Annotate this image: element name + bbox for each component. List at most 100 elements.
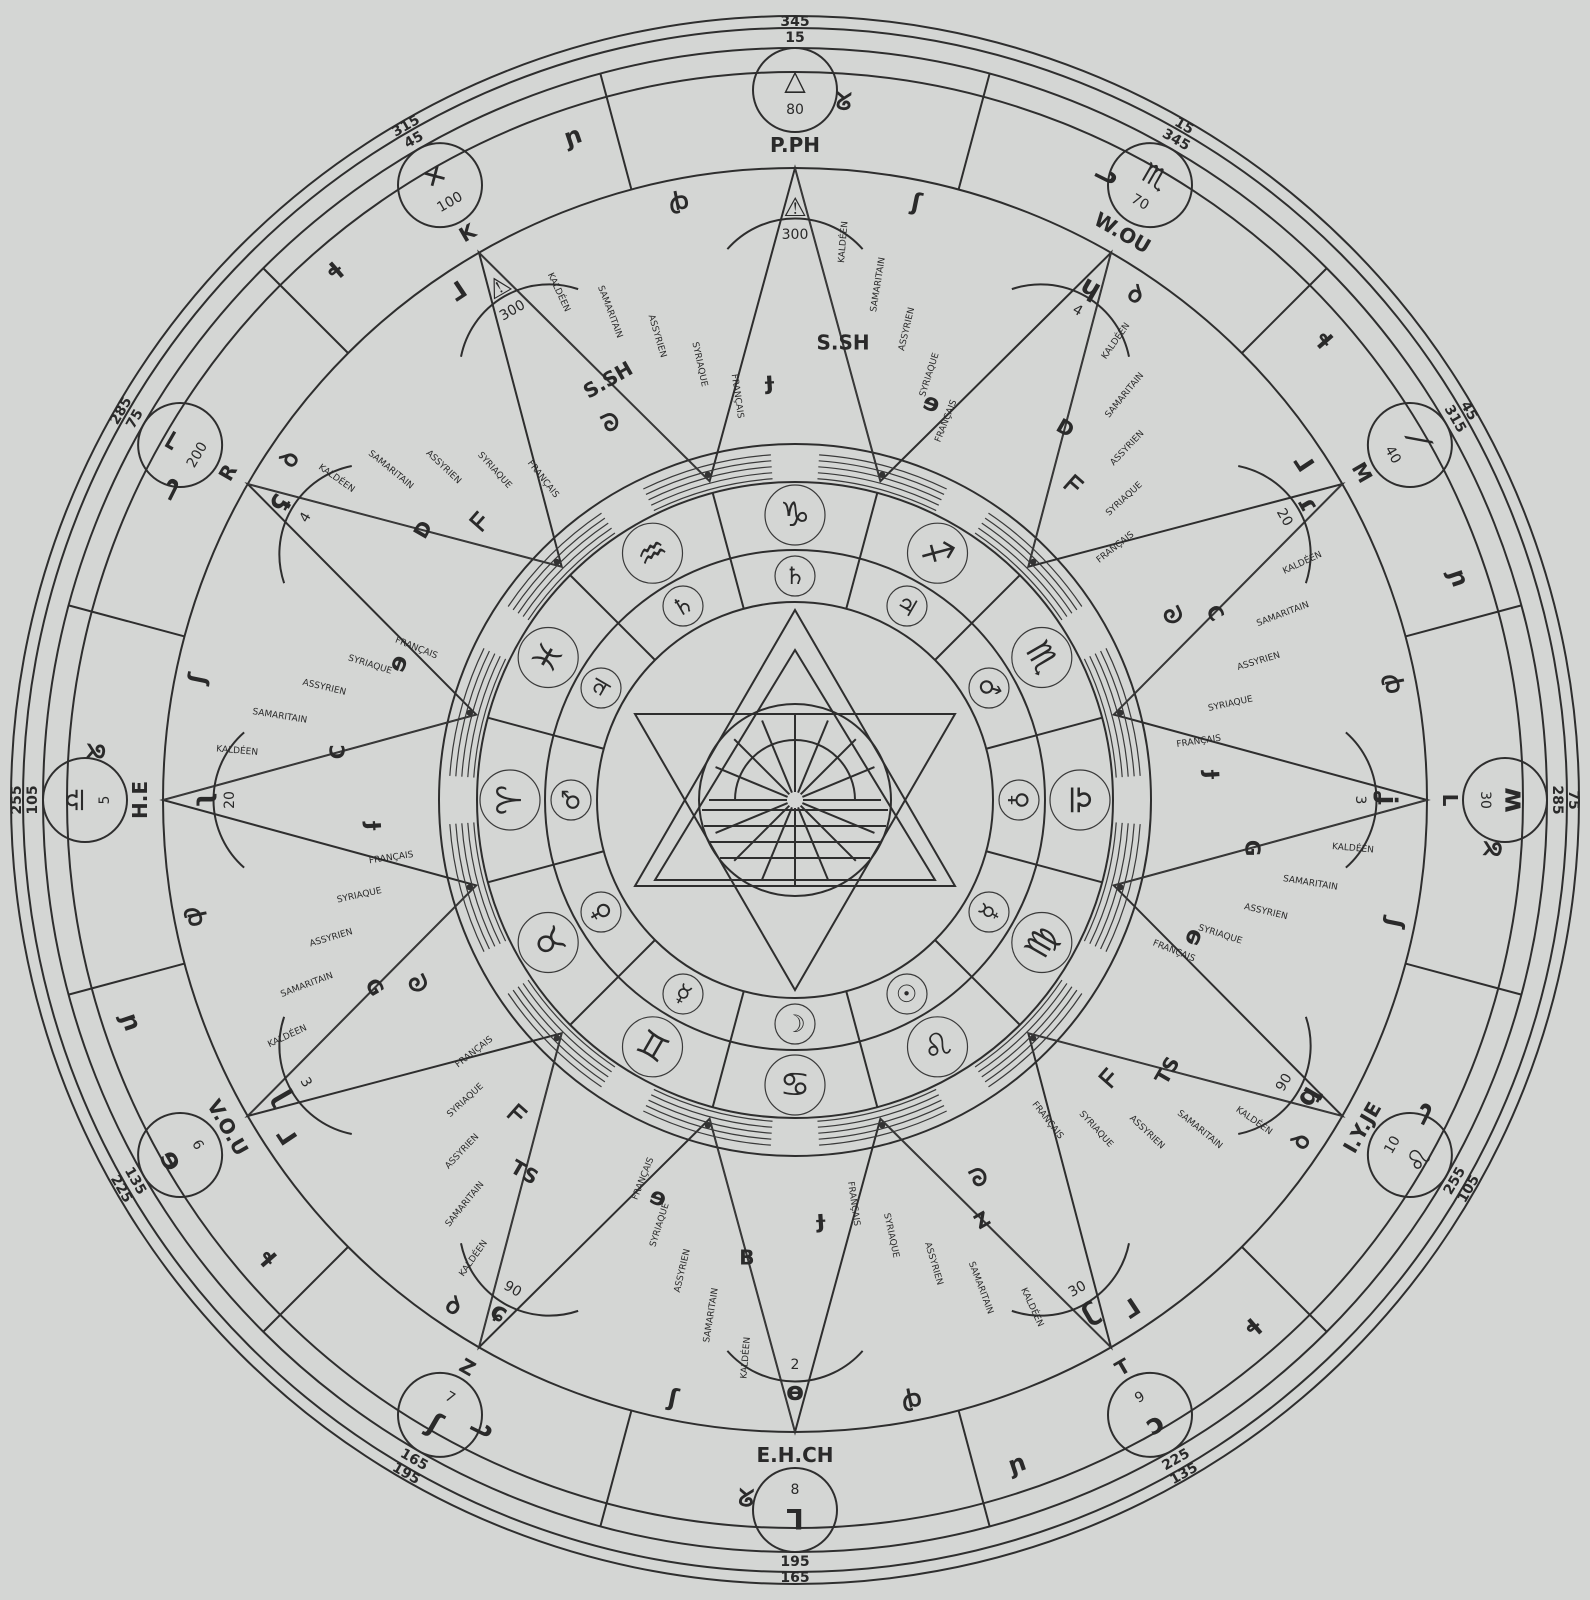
script-name-label: SYRIAQUE: [475, 450, 513, 491]
staff-note: [704, 471, 711, 478]
outer-letter-label: W.OU: [1090, 207, 1155, 258]
planet-sign: ♂: [971, 672, 1006, 705]
staff-line: [653, 1088, 773, 1122]
planet-divider: [553, 850, 605, 866]
sun-ray: [797, 720, 829, 793]
script-name-label: ASSYRIEN: [1243, 902, 1289, 922]
letter-glyph: ʃ: [908, 187, 925, 217]
planet-cell: [550, 779, 592, 821]
script-name-label: KALDÉEN: [737, 1336, 753, 1379]
star-point-label: TS: [1150, 1052, 1185, 1088]
letter-glyph: ɬ: [1239, 1312, 1270, 1344]
zodiac-divider: [711, 1041, 732, 1108]
letter-glyph: ꝺ: [274, 445, 305, 473]
letter-glyph: ᓗ: [1404, 1096, 1439, 1129]
zodiac-sign: ♋: [780, 1065, 810, 1105]
letter-glyph: ꝺ: [1122, 279, 1150, 310]
letter-glyph: ᓗ: [466, 1409, 499, 1444]
zodiac-divider: [858, 492, 879, 559]
zodiac-sign: ♐: [914, 528, 960, 578]
staff-line: [507, 993, 602, 1088]
medallion-circle: [752, 47, 838, 133]
medallion-glyph: ⟋: [1398, 422, 1438, 458]
sunrise-arc: [734, 739, 856, 801]
zodiac-sign: ♈: [490, 785, 530, 815]
planet-sign: ☿: [973, 899, 1005, 926]
zodiac-cell: [621, 522, 684, 584]
letter-glyph: ɬ: [1307, 325, 1339, 356]
staff-note: [553, 558, 560, 565]
script-name-label: SAMARITAIN: [1282, 874, 1338, 893]
staff-line: [517, 522, 609, 614]
medallion-number: 70: [1128, 191, 1151, 214]
sector-spoke: [262, 267, 349, 354]
letter-glyph: ɟ: [763, 367, 775, 396]
medallion-circle: [1107, 1371, 1193, 1458]
letter-glyph: ꞗ: [1378, 671, 1409, 696]
staff-note: [1030, 1035, 1037, 1042]
sector-spoke: [957, 73, 991, 190]
script-name-label: SYRIAQUE: [336, 886, 383, 906]
medallion-circle: [1366, 1112, 1453, 1198]
staff-note: [466, 709, 473, 716]
degree-label: 285: [1549, 785, 1565, 814]
star-point-arc: [1011, 1243, 1130, 1317]
dodecagram-star: [159, 164, 1431, 1436]
staff-line: [1105, 648, 1141, 776]
letter-glyph: ɲ: [559, 120, 585, 152]
star-point-number: 2: [791, 1357, 800, 1373]
letter-glyph: ᘜ: [1479, 840, 1508, 857]
script-name-label: FRANÇAIS: [845, 1181, 861, 1227]
staff-line: [650, 1094, 773, 1128]
medallion-glyph: ♏: [1136, 156, 1174, 197]
medallion-number: 6: [188, 1137, 206, 1153]
letter-glyph: ᖴ: [465, 507, 495, 536]
planet-sign: ♃: [583, 672, 618, 705]
zodiac-cell: [764, 1054, 826, 1116]
star-edge: [478, 252, 711, 482]
medallion-glyph: ♎: [59, 787, 92, 812]
planet-divider: [729, 558, 745, 610]
planet-cell: [968, 667, 1010, 709]
star-point-number: 3: [297, 1075, 315, 1091]
star-point-number: 30: [1066, 1278, 1089, 1301]
star-point-arc: [278, 1016, 352, 1135]
star-point-arc: [460, 1243, 579, 1317]
letter-sector-spokes: [68, 73, 1522, 1527]
zodiac-ring-inner: [544, 549, 1046, 1051]
planet-sign: ♃: [891, 588, 924, 623]
medallion-glyph: ⌐: [151, 422, 191, 459]
letter-glyph: ʃ: [1378, 913, 1408, 930]
outer-letter-label: P.PH: [770, 133, 820, 157]
zodiac-divider: [1036, 716, 1103, 737]
staff-line: [467, 822, 501, 945]
degree-label: 75: [1565, 790, 1581, 809]
star-point-symbol: ⚠: [481, 268, 516, 306]
letter-glyph: ᖴ: [1059, 470, 1088, 500]
planet-divider: [985, 734, 1037, 750]
staff-line: [473, 658, 507, 778]
staff-line: [648, 466, 772, 501]
letter-glyph: ᘐ: [401, 970, 434, 998]
zodiac-divider: [971, 976, 1021, 1026]
star-point-label: D: [408, 516, 437, 542]
planet-cell: [580, 667, 622, 709]
sector-spoke: [599, 1410, 633, 1527]
script-name-label: ASSYRIEN: [897, 306, 917, 352]
zodiac-divider: [569, 574, 619, 624]
staff-line: [818, 466, 942, 501]
medallion-number: 9: [1132, 1388, 1148, 1406]
planet-cell: [998, 779, 1040, 821]
star-ring: [162, 167, 1428, 1433]
sector-spoke: [599, 73, 633, 190]
degree-label: 105: [25, 785, 41, 814]
letter-glyph: ᒧ: [444, 275, 472, 307]
letter-glyph: ꞗ: [666, 186, 691, 217]
center-hexagram: [633, 608, 957, 992]
staff-line: [527, 979, 616, 1068]
staff-note: [704, 1122, 711, 1129]
star-edge: [1113, 799, 1428, 886]
star-point-arc: [278, 465, 352, 584]
star-point-arc: [1345, 731, 1378, 869]
script-name-label: FRANÇAIS: [729, 373, 745, 419]
